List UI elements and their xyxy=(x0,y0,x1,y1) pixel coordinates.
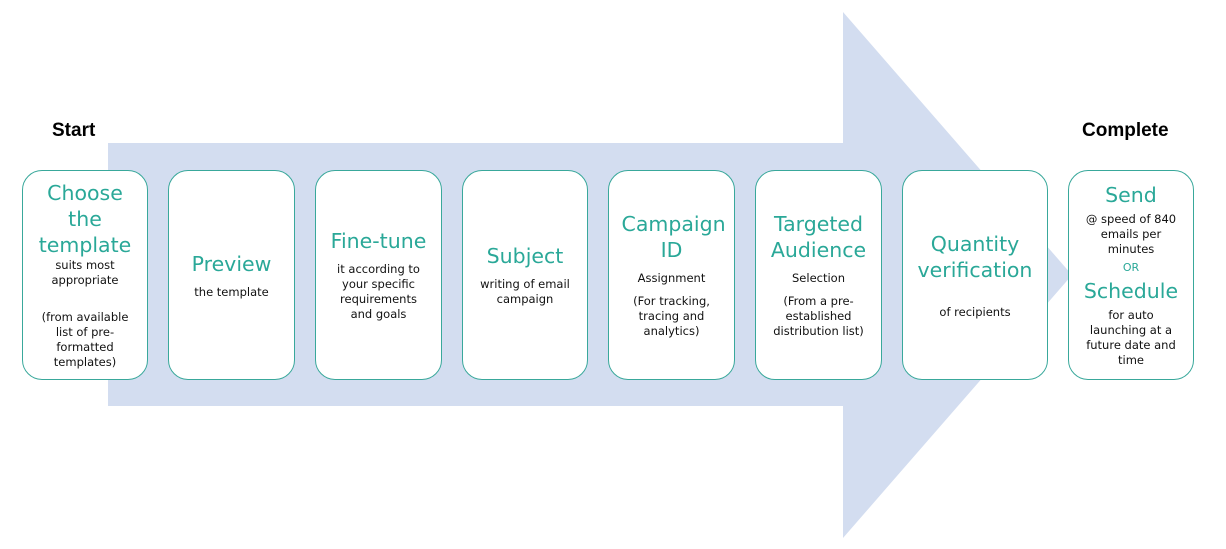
step-description: of recipients xyxy=(939,304,1011,319)
step-description: it according to your specific requiremen… xyxy=(337,262,420,321)
step-title-schedule: Schedule xyxy=(1083,279,1179,303)
step-note: (from available list of pre-formatted te… xyxy=(41,310,129,369)
step-description: Assignment xyxy=(637,271,706,285)
step-title: Subject xyxy=(486,244,564,268)
step-title: Campaign ID xyxy=(621,212,726,262)
step-quantity-verification: Quantity verification of recipients xyxy=(902,170,1048,380)
step-send-description: @ speed of 840 emails per minutes xyxy=(1085,212,1177,256)
step-fine-tune: Fine-tune it according to your specific … xyxy=(315,170,442,380)
step-title: Choose the template xyxy=(38,181,132,257)
arrow-shape xyxy=(108,12,1072,538)
step-title-send: Send xyxy=(1105,183,1157,207)
step-note: (For tracking, tracing and analytics) xyxy=(633,294,710,338)
step-title: Quantity verification xyxy=(917,231,1033,282)
step-title: Targeted Audience xyxy=(770,212,867,262)
step-schedule-description: for auto launching at a future date and … xyxy=(1086,308,1176,367)
step-description: suits most appropriate xyxy=(51,258,119,287)
step-title: Preview xyxy=(191,251,272,276)
step-description: Selection xyxy=(792,271,845,285)
step-description: writing of email campaign xyxy=(480,277,570,306)
start-label: Start xyxy=(52,120,96,141)
step-note: (From a pre-established distribution lis… xyxy=(773,294,864,338)
step-targeted-audience: Targeted Audience Selection (From a pre-… xyxy=(755,170,882,380)
step-preview: Preview the template xyxy=(168,170,295,380)
step-title: Fine-tune xyxy=(330,229,427,253)
step-choose-template: Choose the template suits most appropria… xyxy=(22,170,148,380)
complete-label: Complete xyxy=(1082,120,1169,141)
step-subject: Subject writing of email campaign xyxy=(462,170,588,380)
or-divider: OR xyxy=(1122,261,1140,274)
step-send-or-schedule: Send @ speed of 840 emails per minutes O… xyxy=(1068,170,1194,380)
step-campaign-id: Campaign ID Assignment (For tracking, tr… xyxy=(608,170,735,380)
step-description: the template xyxy=(194,284,269,299)
